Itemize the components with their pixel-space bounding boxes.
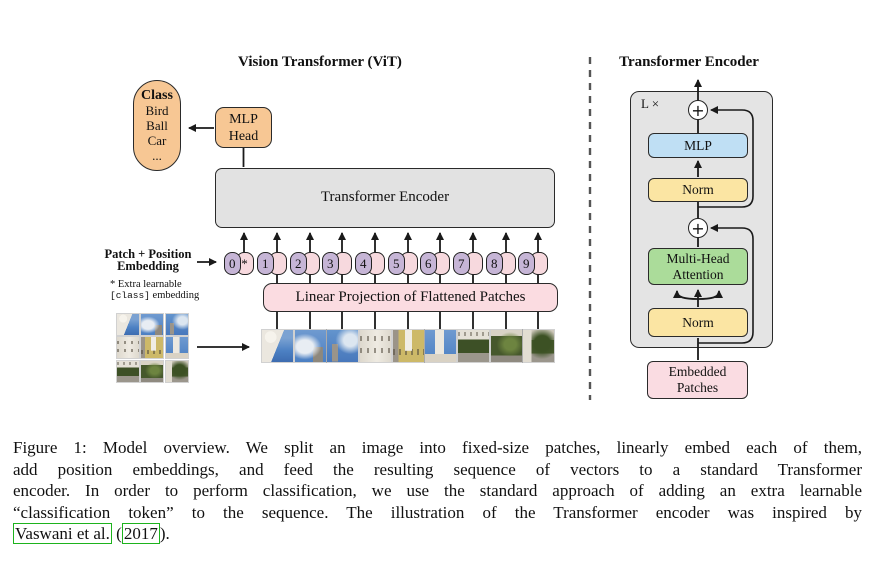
position-token: 9	[518, 252, 535, 275]
token-7-pair: 7	[453, 252, 483, 275]
token-6-pair: 6	[420, 252, 450, 275]
position-token: 0	[224, 252, 241, 275]
vit-diagram-title: Vision Transformer (ViT)	[238, 54, 402, 70]
token-3-pair: 3	[322, 252, 352, 275]
flattened-patch	[489, 329, 523, 363]
flattened-patch	[456, 329, 490, 363]
position-token: 7	[453, 252, 470, 275]
linear-projection-box: Linear Projection of Flattened Patches	[263, 283, 558, 312]
image-patch	[164, 336, 189, 360]
position-token: 3	[322, 252, 339, 275]
caption-line: “classification token” to the sequence. …	[13, 502, 862, 522]
mlp-head-box: MLP Head	[215, 107, 272, 148]
position-token: 6	[420, 252, 437, 275]
caption-line: add position embeddings, and feed the re…	[13, 459, 862, 479]
flattened-patch	[325, 329, 359, 363]
class-label: Class	[141, 88, 173, 103]
position-token: 4	[355, 252, 372, 275]
input-image-patch-grid	[116, 313, 189, 383]
class-item: Ball	[146, 118, 168, 133]
image-patch	[140, 336, 165, 360]
position-token: 1	[257, 252, 274, 275]
position-token: 8	[486, 252, 503, 275]
transformer-encoder-box: Transformer Encoder	[215, 168, 555, 228]
flattened-patch	[260, 329, 294, 363]
caption-line: encoder. In order to perform classificat…	[13, 481, 862, 501]
token-9-pair: 9	[518, 252, 548, 275]
patch-position-embedding-label: Patch + Position Embedding	[104, 247, 192, 273]
token-2-pair: 2	[290, 252, 320, 275]
image-patch	[116, 336, 140, 360]
class-item: Car	[147, 133, 167, 148]
norm-box-top: Norm	[648, 178, 748, 202]
figure-caption: Figure 1: Model overview. We split an im…	[13, 437, 862, 545]
citation-link[interactable]: Vaswani et al.	[13, 523, 112, 545]
class-item: ...	[152, 148, 162, 163]
embedded-patches-box: Embedded Patches	[647, 361, 748, 399]
citation-year-link[interactable]: 2017	[121, 523, 160, 545]
mlp-box: MLP	[648, 133, 748, 158]
token-8-pair: 8	[486, 252, 516, 275]
image-patch	[140, 359, 165, 383]
token-4-pair: 4	[355, 252, 385, 275]
caption-line: Figure 1: Model overview. We split an im…	[13, 438, 862, 457]
caption-line: Vaswani et al. (2017).	[13, 523, 170, 545]
residual-skip-mlp	[698, 106, 754, 208]
multi-head-attention-box: Multi-Head Attention	[648, 248, 748, 285]
encoder-detail-title: Transformer Encoder	[619, 54, 759, 70]
flattened-patch	[358, 329, 392, 363]
image-patch	[116, 313, 140, 336]
flattened-patch	[423, 329, 457, 363]
class-token-footnote: * Extra learnable [class] embedding	[110, 279, 200, 301]
image-patch	[140, 313, 165, 336]
norm-box-bottom: Norm	[648, 308, 748, 337]
token-1-pair: 1	[257, 252, 287, 275]
flattened-patch	[391, 329, 425, 363]
image-patch	[116, 359, 140, 383]
flattened-patch	[521, 329, 555, 363]
image-patch	[164, 313, 189, 336]
residual-add-icon: +	[688, 100, 708, 120]
token-5-pair: 5	[388, 252, 418, 275]
flattened-patch	[293, 329, 327, 363]
position-token: 5	[388, 252, 405, 275]
layers-count-label: L ×	[641, 96, 660, 111]
class-token-code: [class]	[110, 289, 150, 301]
residual-add-icon: +	[688, 218, 708, 238]
position-token: 2	[290, 252, 307, 275]
class-output-pill: Class Bird Ball Car ...	[133, 80, 181, 171]
class-item: Bird	[145, 103, 169, 118]
token-0-pair: * 0	[224, 252, 254, 275]
image-patch	[164, 359, 189, 383]
residual-skip-attention	[698, 224, 754, 344]
